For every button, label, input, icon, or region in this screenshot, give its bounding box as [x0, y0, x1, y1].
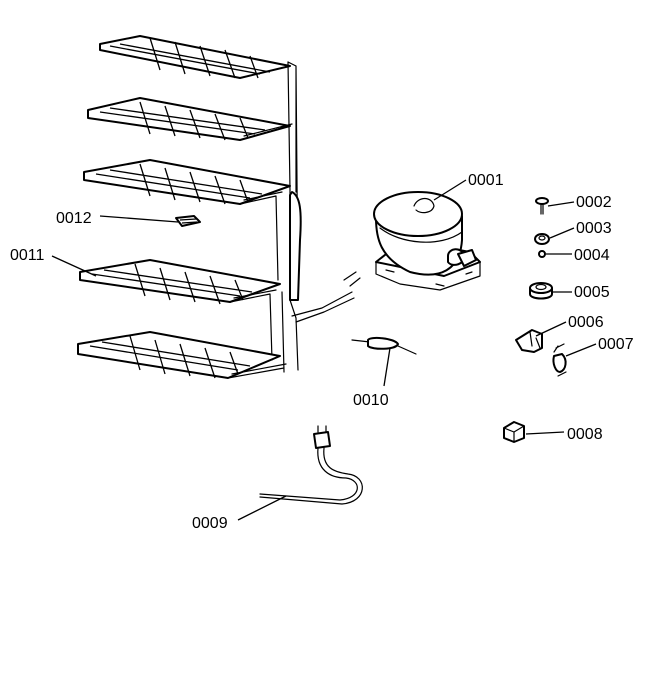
- filter-drier-icon: [351, 336, 417, 355]
- shelf-1: [99, 35, 291, 79]
- screw-icon: [535, 197, 549, 215]
- callout-0006: 0006: [568, 314, 604, 331]
- callout-0012: 0012: [56, 210, 92, 227]
- callout-0001: 0001: [468, 172, 504, 189]
- grommet-icon: [529, 282, 553, 300]
- leader-0012: [99, 215, 179, 223]
- capacitor-icon: [503, 421, 525, 443]
- callout-0011: 0011: [10, 247, 45, 264]
- shelf-5: [77, 331, 287, 379]
- leader-0007: [565, 343, 597, 357]
- callout-0010: 0010: [353, 392, 389, 409]
- callout-0002: 0002: [576, 194, 612, 211]
- leader-0010: [383, 347, 391, 387]
- leader-0003: [549, 227, 575, 239]
- clamp-icon: [552, 343, 567, 377]
- relay-icon: [515, 329, 543, 353]
- power-cable-icon: [259, 425, 363, 505]
- leader-0002: [547, 201, 575, 207]
- callout-0005: 0005: [574, 284, 610, 301]
- leader-0006: [535, 321, 567, 337]
- callout-labels: 0001 0002 0003 0004 0005 0006 0007 0008 …: [10, 172, 634, 532]
- clip-icon: [538, 250, 546, 258]
- evaporator-shelf-rack-icon: [77, 35, 361, 379]
- leader-0011: [51, 255, 97, 277]
- callout-0009: 0009: [192, 515, 228, 532]
- shelf-3: [83, 159, 291, 281]
- shelf-4: [79, 259, 281, 361]
- compressor-icon: [373, 191, 481, 291]
- shelf-2: [87, 97, 293, 141]
- leader-0008: [525, 431, 565, 435]
- leader-0009: [237, 495, 287, 521]
- washer-icon: [534, 233, 550, 245]
- leader-0001: [433, 179, 467, 201]
- callout-0004: 0004: [574, 247, 610, 264]
- callout-0007: 0007: [598, 336, 634, 353]
- shelf-clip-icon: [175, 215, 201, 227]
- leader-lines: [51, 179, 597, 521]
- callout-0003: 0003: [576, 220, 612, 237]
- callout-0008: 0008: [567, 426, 603, 443]
